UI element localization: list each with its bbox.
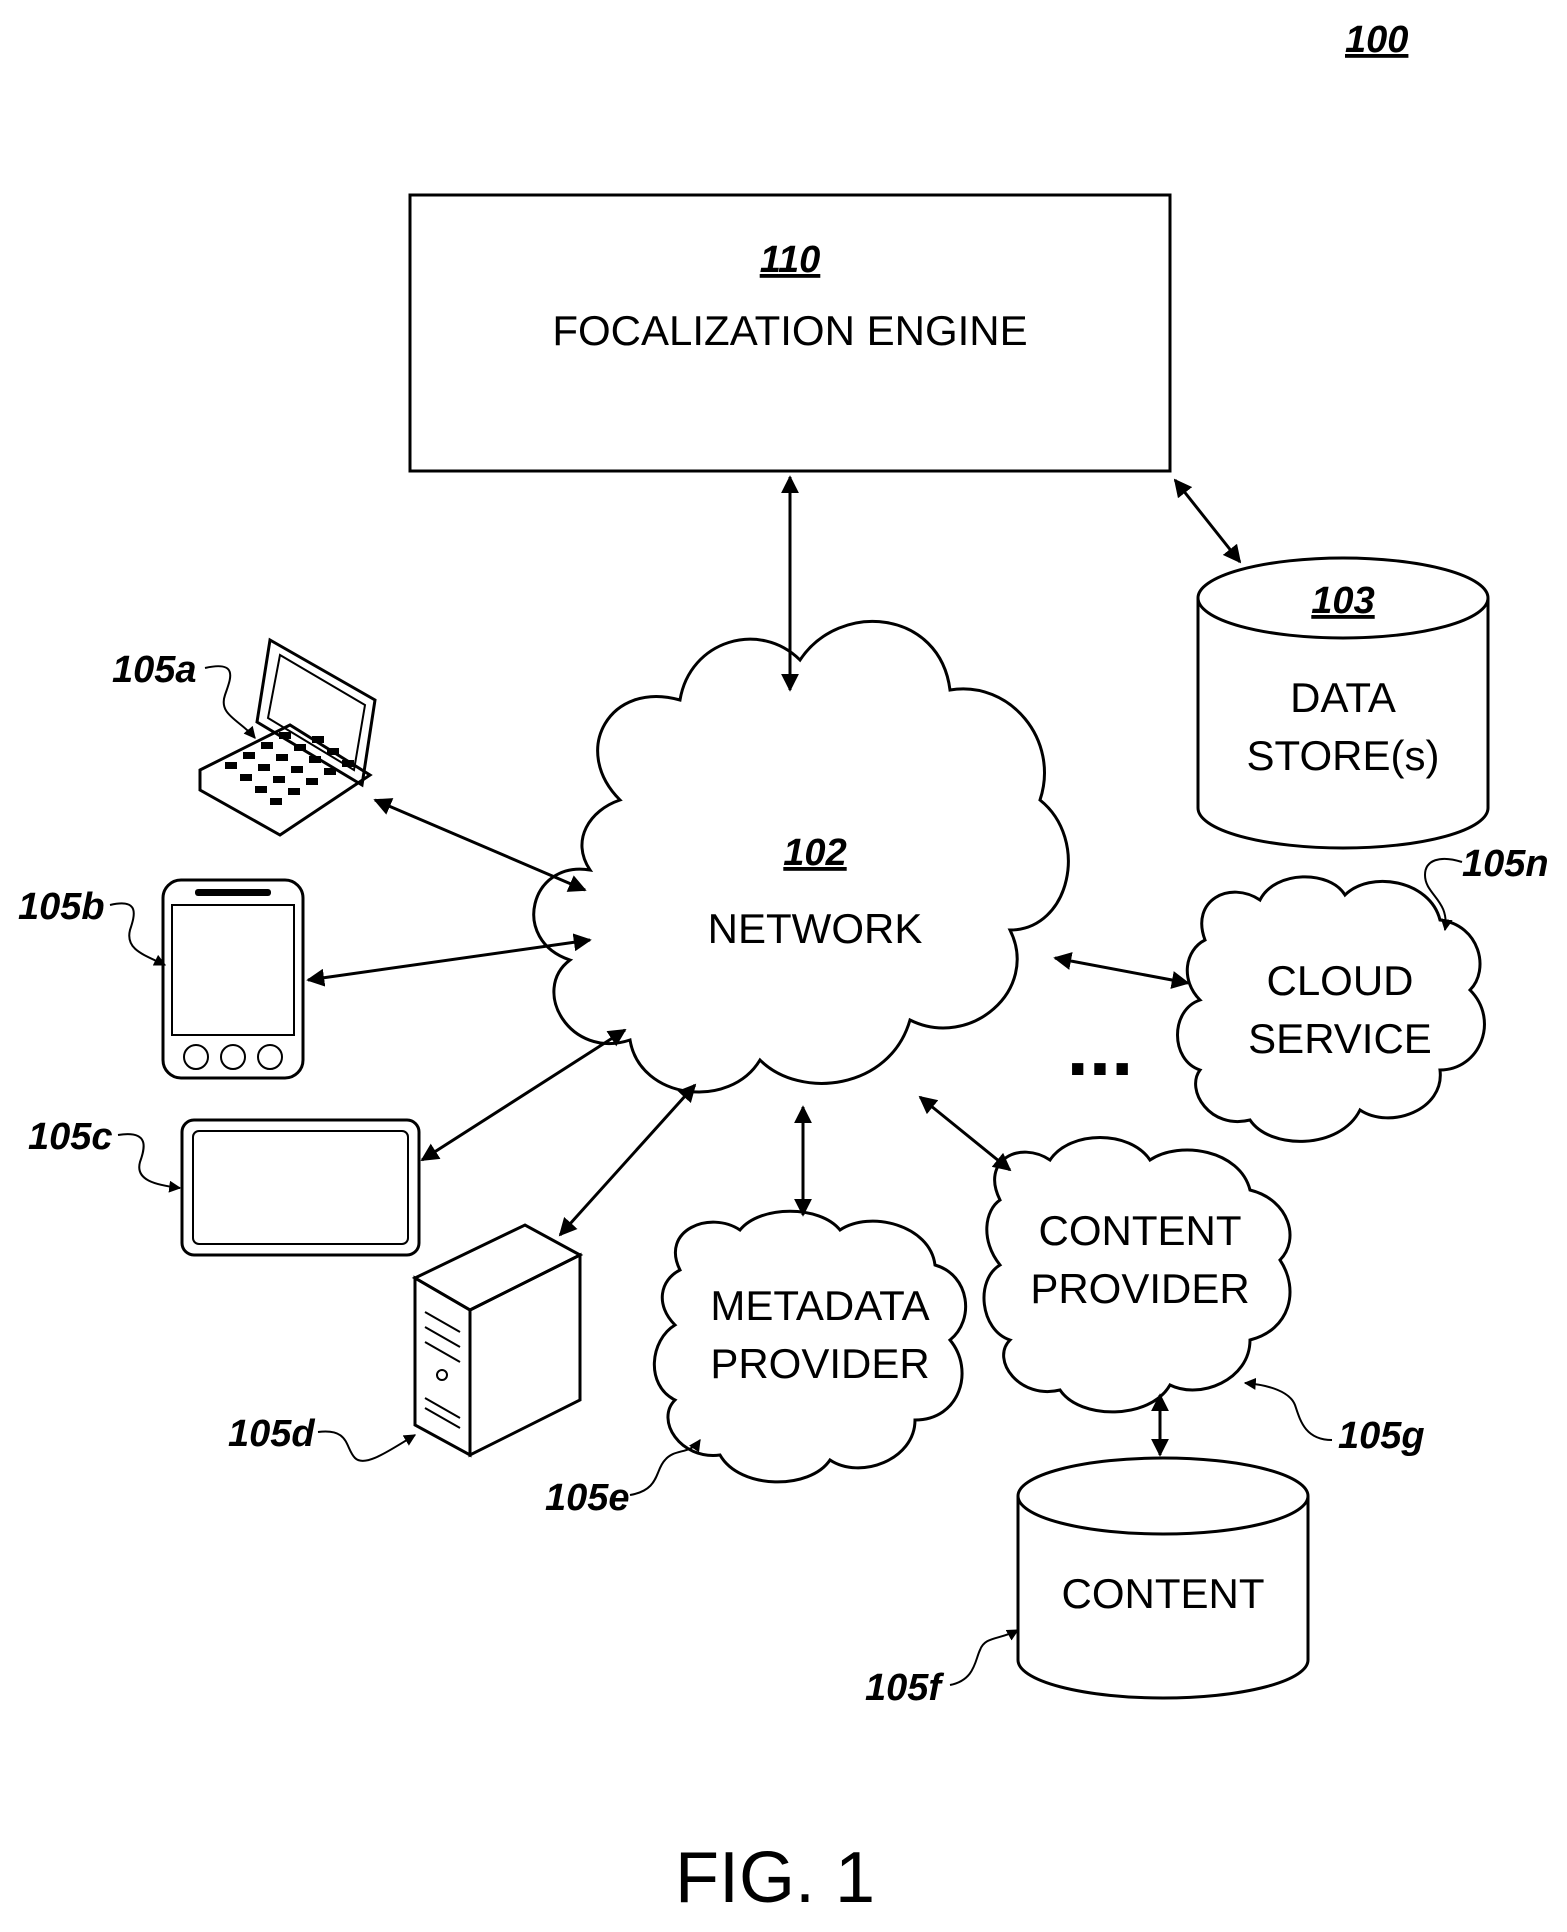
cloud-service-network-arrow xyxy=(1055,958,1188,983)
figure-caption: FIG. 1 xyxy=(675,1838,875,1918)
leader-105f xyxy=(950,1630,1018,1685)
ref-105n: 105n xyxy=(1462,843,1549,885)
ref-105f: 105f xyxy=(865,1667,944,1709)
engine-datastore-arrow xyxy=(1175,480,1240,562)
ellipsis: ... xyxy=(1067,1003,1134,1092)
ref-105g: 105g xyxy=(1338,1415,1425,1457)
data-store-ref: 103 xyxy=(1311,580,1374,622)
network-label: NETWORK xyxy=(708,905,923,952)
phone-network-arrow xyxy=(308,940,590,980)
content-provider-label-2: PROVIDER xyxy=(1030,1265,1249,1312)
leader-105d xyxy=(318,1431,415,1460)
engine-ref: 110 xyxy=(760,239,821,281)
leader-105b xyxy=(110,903,165,965)
cloud-service-label-1: CLOUD xyxy=(1266,957,1413,1004)
metadata-provider-label-1: METADATA xyxy=(710,1282,929,1329)
network-ref: 102 xyxy=(783,832,846,874)
data-store-label-1: DATA xyxy=(1290,674,1396,721)
phone-icon xyxy=(163,880,303,1078)
leader-105c xyxy=(118,1134,180,1188)
metadata-provider-label-2: PROVIDER xyxy=(710,1340,929,1387)
tablet-icon xyxy=(182,1120,419,1255)
tablet-network-arrow xyxy=(422,1030,625,1160)
leader-105a xyxy=(205,666,255,738)
engine-label: FOCALIZATION ENGINE xyxy=(552,307,1027,354)
leader-105g xyxy=(1245,1383,1332,1440)
ref-105e: 105e xyxy=(545,1477,630,1519)
laptop-network-arrow xyxy=(375,800,585,890)
server-network-arrow xyxy=(560,1085,695,1235)
leader-105e xyxy=(630,1440,700,1495)
content-provider-network-arrow xyxy=(920,1097,1010,1170)
ref-105b: 105b xyxy=(18,886,105,928)
content-provider-label-1: CONTENT xyxy=(1039,1207,1242,1254)
data-store-label-2: STORE(s) xyxy=(1247,732,1440,779)
ref-105a: 105a xyxy=(112,649,197,691)
ref-105d: 105d xyxy=(228,1413,315,1455)
cloud-service-label-2: SERVICE xyxy=(1248,1015,1432,1062)
cloud-service-cloud xyxy=(1178,877,1485,1142)
laptop-icon xyxy=(200,640,375,835)
ref-105c: 105c xyxy=(28,1116,113,1158)
figure-number: 100 xyxy=(1345,19,1408,61)
server-icon xyxy=(415,1225,580,1455)
content-label: CONTENT xyxy=(1062,1570,1265,1617)
